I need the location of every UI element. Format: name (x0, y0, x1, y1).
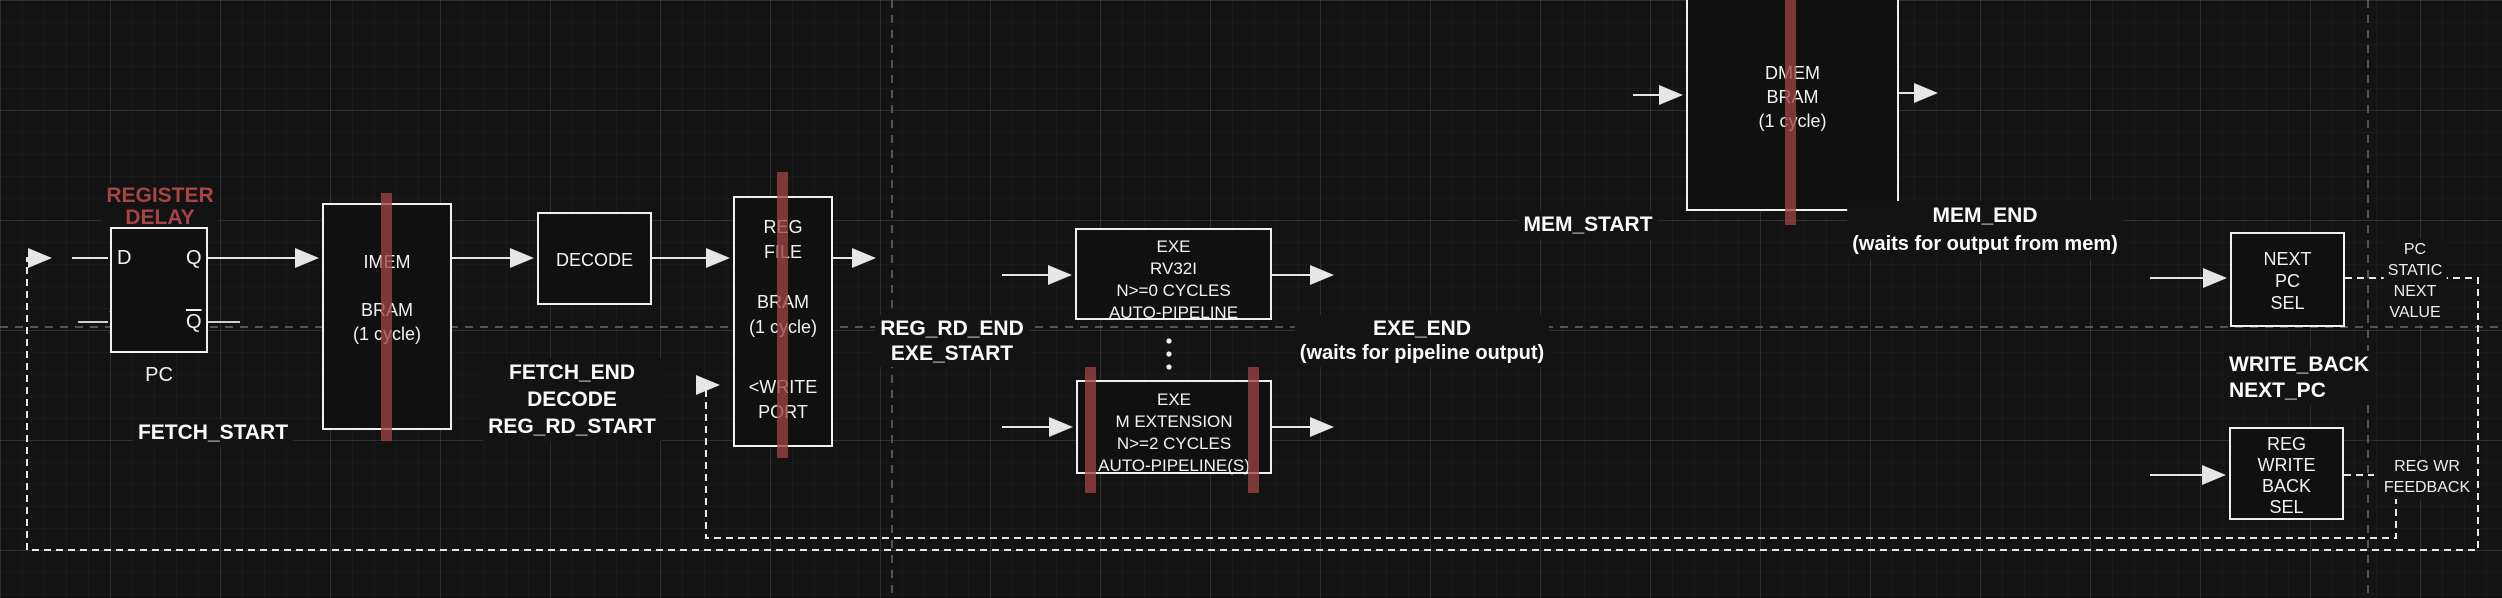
decode-box: DECODE (537, 212, 652, 305)
ellipsis-dot (1166, 338, 1172, 344)
next-pc-sel-box: NEXT PC SEL (2230, 232, 2345, 327)
write-back-label: WRITE_BACK NEXT_PC (2224, 351, 2374, 405)
flipflop-pin-qbar: Q (186, 311, 202, 333)
wire-reg-wr-feedback (696, 375, 2397, 539)
mem-start-label: MEM_START (1518, 211, 1658, 239)
ellipsis-dot (1166, 364, 1172, 370)
reg-rd-end-label: REG_RD_END EXE_START (875, 315, 1029, 367)
exe-m-bar-left (1085, 367, 1096, 493)
register-delay-label: REGISTER DELAY (101, 184, 219, 230)
pc-static-next-value-label: PC STATIC NEXT VALUE (2383, 238, 2447, 324)
flipflop-pin-d: D (117, 247, 132, 269)
fetch-start-label: FETCH_START (132, 419, 294, 447)
flipflop-pin-q: Q (186, 247, 202, 269)
ellipsis-dot (1166, 351, 1172, 357)
exe-end-label: EXE_END (waits for pipeline output) (1294, 315, 1550, 367)
exe-rv32i-box: EXE RV32I N>=0 CYCLES AUTO-PIPELINE (1075, 228, 1272, 322)
pc-caption: PC (145, 364, 173, 386)
exe-m-bar-right (1248, 367, 1259, 493)
dmem-bram-bar (1785, 0, 1796, 225)
mem-end-label: MEM_END (waits for output from mem) (1847, 201, 2123, 259)
reg-write-back-sel-box: REG WRITE BACK SEL (2229, 427, 2344, 520)
pc-flipflop-box (110, 227, 208, 353)
reg-wr-feedback-label: REG WR FEEDBACK (2379, 455, 2475, 499)
fetch-end-label: FETCH_END DECODE REG_RD_START (483, 358, 661, 441)
regfile-bram-bar (777, 172, 788, 458)
wire-pc-next-value-feedback (26, 248, 2479, 551)
imem-bram-bar (381, 193, 392, 441)
exe-m-extension-box: EXE M EXTENSION N>=2 CYCLES AUTO-PIPELIN… (1076, 380, 1272, 475)
